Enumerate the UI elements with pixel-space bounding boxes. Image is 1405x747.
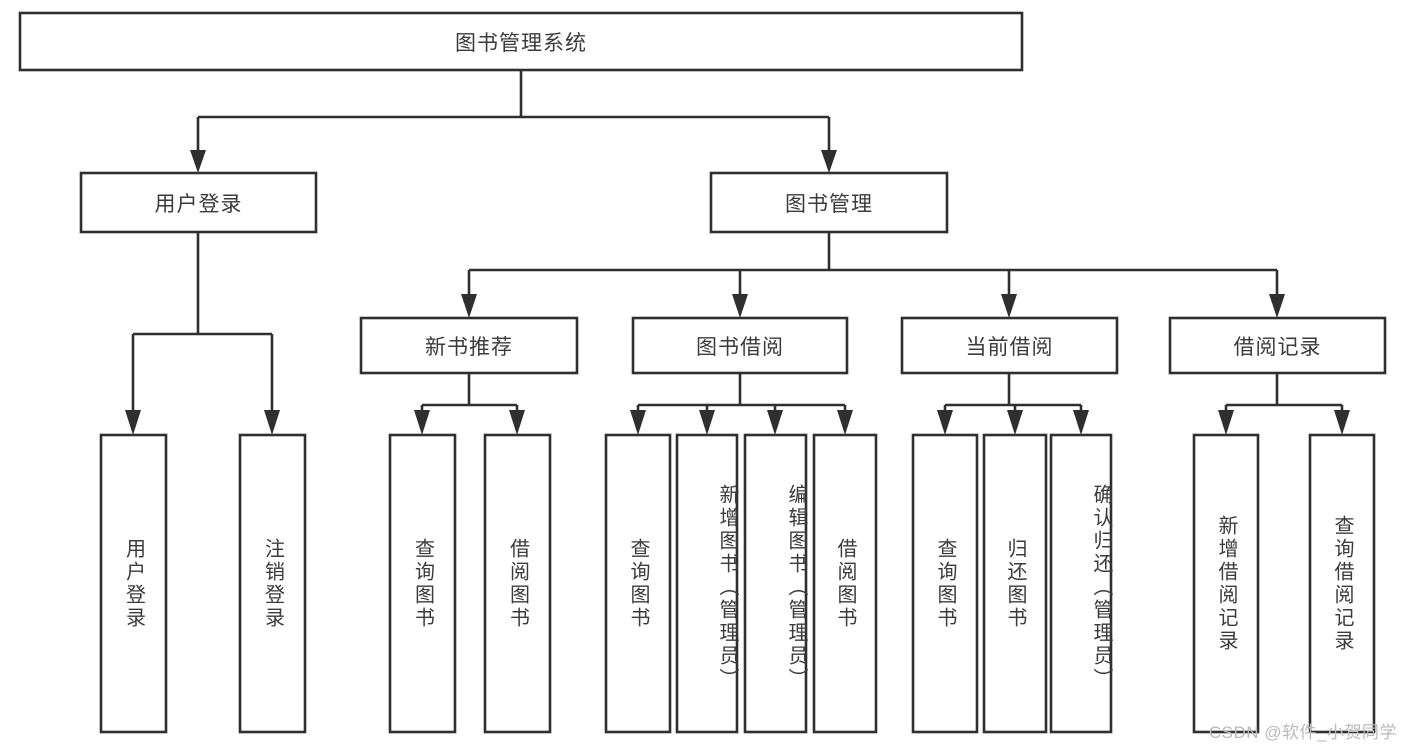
node-box-user-login[interactable]: [79, 171, 318, 234]
connector-new-book-recommend-to-leaves: [414, 373, 525, 435]
node-box-leaf-user-login[interactable]: [99, 433, 168, 734]
node-box-root[interactable]: [18, 11, 1024, 72]
node-box-leaf-add-record[interactable]: [1192, 433, 1260, 734]
arrow-head-leaf-query-record: [1334, 410, 1350, 435]
node-box-current-borrow[interactable]: [900, 316, 1119, 375]
node-box-leaf-query-book-2[interactable]: [604, 433, 672, 734]
arrow-head-book-management: [821, 150, 837, 173]
arrow-head-leaf-query-book-3: [937, 410, 953, 435]
node-box-leaf-add-book[interactable]: [675, 433, 739, 734]
node-box-leaf-edit-book[interactable]: [743, 433, 808, 734]
arrow-head-leaf-edit-book: [767, 410, 783, 435]
arrow-head-leaf-query-book-1: [414, 410, 430, 435]
arrow-head-leaf-query-book-2: [630, 410, 646, 435]
node-box-book-management[interactable]: [709, 171, 949, 234]
node-box-book-borrow[interactable]: [631, 316, 849, 375]
arrow-head-borrow-record: [1269, 294, 1285, 318]
arrow-head-leaf-borrow-book-2: [837, 410, 853, 435]
arrow-head-leaf-confirm-return: [1073, 410, 1089, 435]
arrow-head-leaf-return-book: [1007, 410, 1023, 435]
connector-borrow-record-to-leaves: [1218, 373, 1350, 435]
arrow-head-user-login: [190, 150, 206, 173]
arrow-head-current-borrow: [1001, 294, 1017, 318]
node-box-borrow-record[interactable]: [1168, 316, 1387, 375]
arrow-head-leaf-logout: [264, 410, 280, 435]
connector-current-borrow-to-leaves: [937, 373, 1089, 435]
arrow-head-leaf-add-record: [1218, 410, 1234, 435]
node-box-leaf-return-book[interactable]: [982, 433, 1048, 734]
connector-book-management-to-level3: [461, 232, 1285, 318]
node-box-leaf-query-record[interactable]: [1308, 433, 1376, 734]
node-box-leaf-borrow-book-1[interactable]: [483, 433, 552, 734]
node-box-leaf-logout[interactable]: [238, 433, 307, 734]
arrow-head-leaf-user-login: [125, 410, 141, 435]
arrow-head-leaf-borrow-book-1: [509, 410, 525, 435]
node-box-leaf-query-book-1[interactable]: [388, 433, 457, 734]
connector-user-login-to-leaves: [125, 232, 280, 435]
arrow-head-leaf-add-book: [699, 410, 715, 435]
connector-book-borrow-to-leaves: [630, 373, 853, 435]
node-box-leaf-confirm-return[interactable]: [1049, 433, 1113, 734]
arrow-head-book-borrow: [732, 294, 748, 318]
node-box-new-book-recommend[interactable]: [359, 316, 579, 375]
arrow-head-new-book-recommend: [461, 294, 477, 318]
connector-root-to-level2: [190, 70, 837, 173]
node-box-leaf-query-book-3[interactable]: [911, 433, 979, 734]
node-box-leaf-borrow-book-2[interactable]: [812, 433, 878, 734]
